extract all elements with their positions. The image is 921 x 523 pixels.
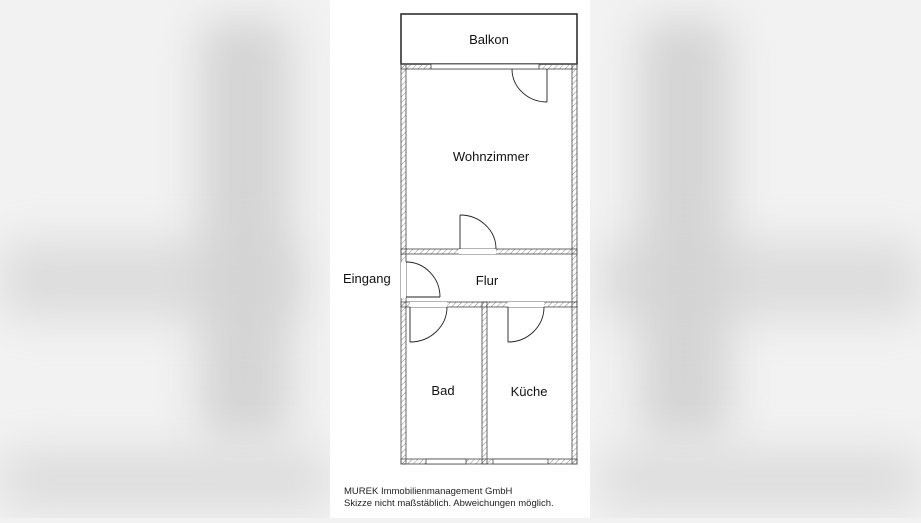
label-bad: Bad: [431, 383, 454, 398]
label-wohnzimmer: Wohnzimmer: [453, 149, 530, 164]
label-kueche: Küche: [511, 384, 548, 399]
label-balkon: Balkon: [469, 32, 509, 47]
walls: [400, 63, 578, 465]
footer: MUREK Immobilienmanagement GmbH Skizze n…: [344, 486, 554, 510]
doors: [405, 68, 548, 343]
door-openings: [401, 249, 544, 307]
floorplan-drawing: Balkon Wohnzimmer Flur Bad Küche: [400, 13, 578, 465]
footer-disclaimer: Skizze nicht maßstäblich. Abweichungen m…: [344, 498, 554, 509]
label-eingang: Eingang: [343, 271, 391, 286]
room-balkon: [400, 13, 578, 65]
floorplan-panel: Balkon Wohnzimmer Flur Bad Küche: [330, 0, 590, 518]
windows: [425, 63, 549, 465]
label-flur: Flur: [476, 273, 499, 288]
footer-company: MUREK Immobilienmanagement GmbH: [344, 486, 513, 497]
